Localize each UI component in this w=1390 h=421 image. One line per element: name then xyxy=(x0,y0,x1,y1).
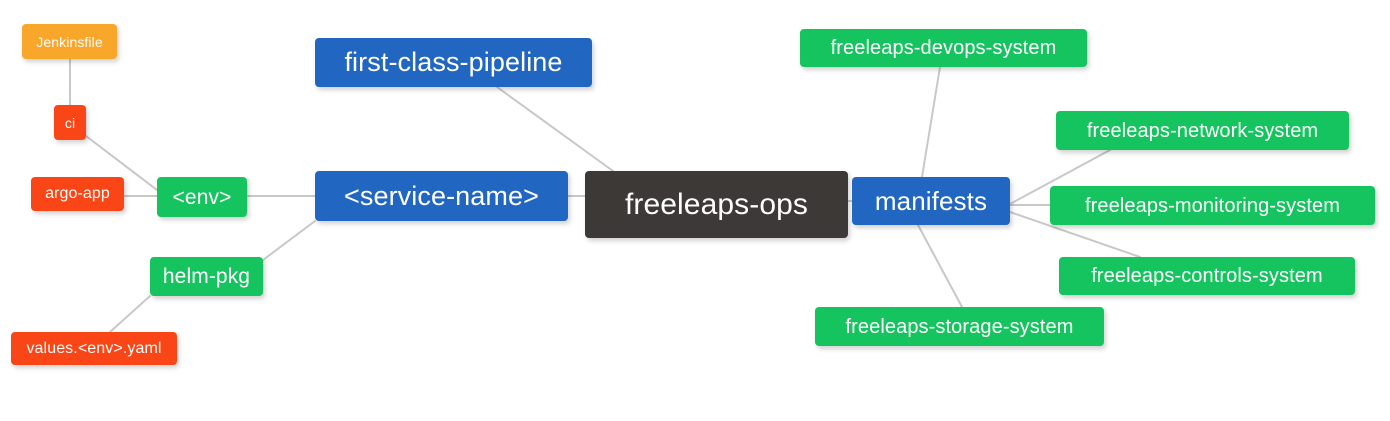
edge-service-name-to-helm-pkg xyxy=(262,220,316,261)
node-label-freeleaps-monitoring-system: freeleaps-monitoring-system xyxy=(1084,194,1340,217)
node-label-manifests: manifests xyxy=(874,186,988,216)
node-label-argo-app: argo-app xyxy=(45,185,110,202)
node-freeleaps-devops-system[interactable]: freeleaps-devops-system xyxy=(800,29,1087,67)
node-values-yaml[interactable]: values.<env>.yaml xyxy=(11,332,177,365)
node-label-first-class-pipeline: first-class-pipeline xyxy=(344,47,563,77)
node-label-env: <env> xyxy=(172,185,232,209)
node-jenkinsfile[interactable]: Jenkinsfile xyxy=(22,24,117,59)
node-ci[interactable]: ci xyxy=(54,105,86,140)
node-manifests[interactable]: manifests xyxy=(852,177,1010,225)
edge-manifests-to-freeleaps-storage-system xyxy=(917,224,963,308)
node-argo-app[interactable]: argo-app xyxy=(31,177,124,211)
node-freeleaps-network-system[interactable]: freeleaps-network-system xyxy=(1056,111,1349,150)
node-label-freeleaps-storage-system: freeleaps-storage-system xyxy=(845,315,1074,338)
node-freeleaps-monitoring-system[interactable]: freeleaps-monitoring-system xyxy=(1050,186,1375,225)
edge-first-class-pipeline-to-freeleaps-ops xyxy=(496,86,614,172)
node-label-freeleaps-network-system: freeleaps-network-system xyxy=(1086,119,1319,142)
node-label-service-name: <service-name> xyxy=(344,180,539,211)
node-label-freeleaps-devops-system: freeleaps-devops-system xyxy=(830,37,1057,59)
node-label-jenkinsfile: Jenkinsfile xyxy=(36,33,103,50)
node-freeleaps-controls-system[interactable]: freeleaps-controls-system xyxy=(1059,257,1355,295)
node-label-ci: ci xyxy=(64,114,76,131)
node-label-helm-pkg: helm-pkg xyxy=(162,265,251,288)
edge-manifests-to-freeleaps-devops-system xyxy=(921,66,941,178)
node-helm-pkg[interactable]: helm-pkg xyxy=(150,257,263,296)
node-label-values-yaml: values.<env>.yaml xyxy=(26,339,162,357)
node-service-name[interactable]: <service-name> xyxy=(315,171,568,221)
node-freeleaps-ops[interactable]: freeleaps-ops xyxy=(585,171,848,238)
node-first-class-pipeline[interactable]: first-class-pipeline xyxy=(315,38,592,87)
edge-helm-pkg-to-values-yaml xyxy=(109,295,151,333)
node-label-freeleaps-ops: freeleaps-ops xyxy=(624,187,809,221)
node-label-freeleaps-controls-system: freeleaps-controls-system xyxy=(1091,265,1323,287)
node-env[interactable]: <env> xyxy=(157,177,247,217)
node-freeleaps-storage-system[interactable]: freeleaps-storage-system xyxy=(815,307,1104,346)
